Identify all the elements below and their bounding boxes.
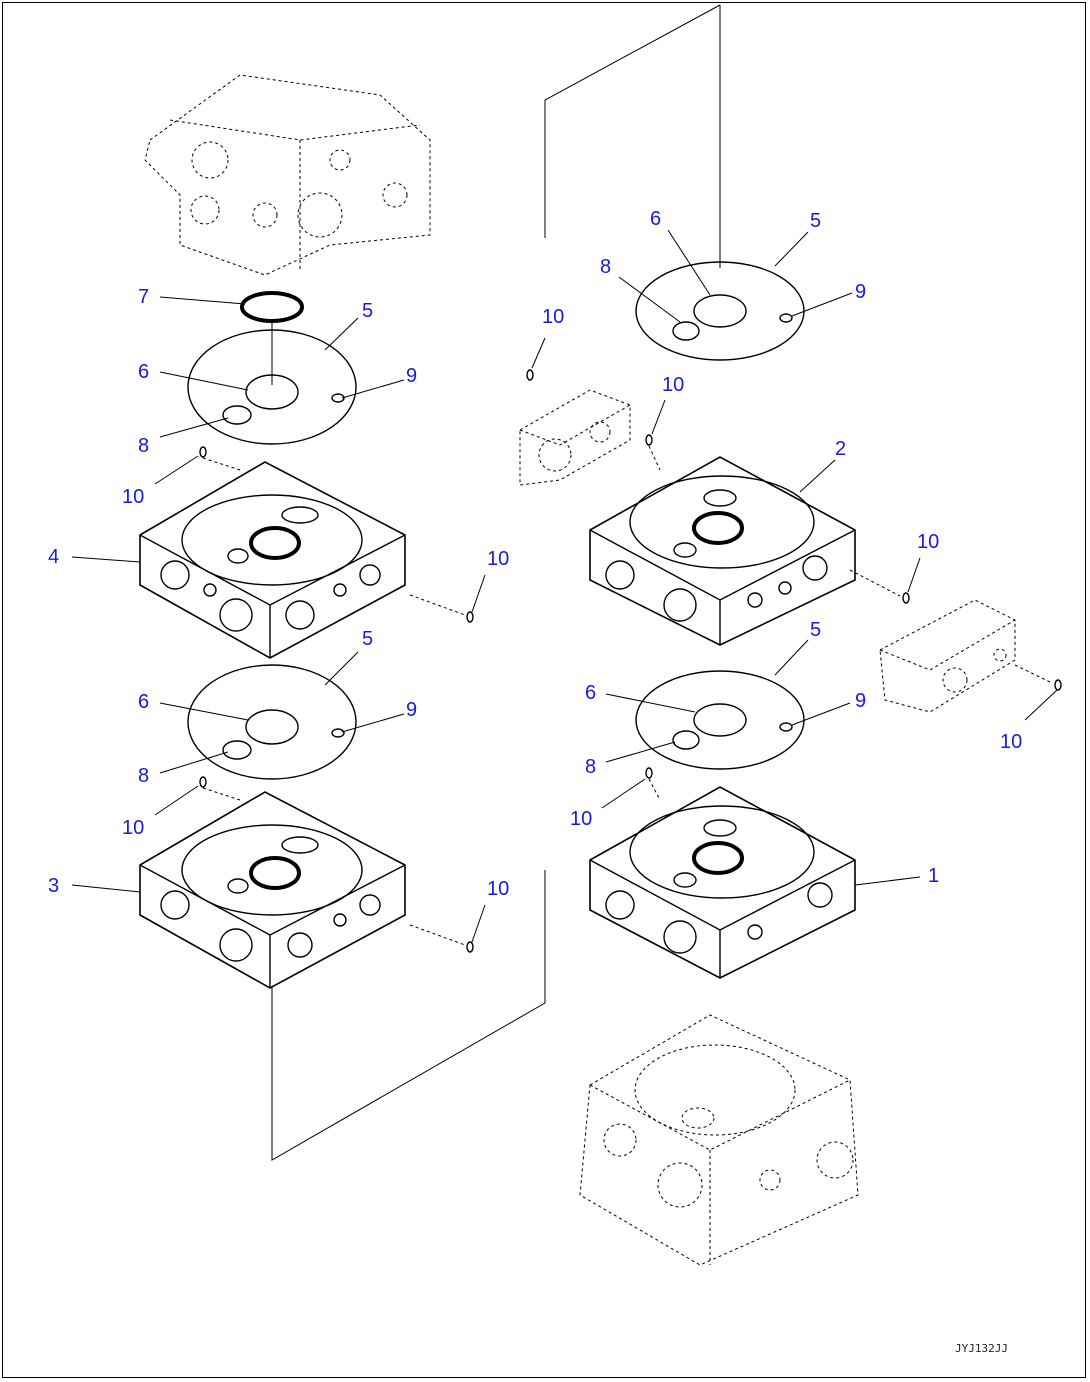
plate-right-middle (635, 670, 805, 770)
callout-9: 9 (406, 365, 417, 387)
callout-8: 8 (138, 765, 149, 787)
valve-section-2 (589, 456, 856, 646)
callout-6: 6 (138, 361, 149, 383)
callout-7: 7 (138, 286, 149, 308)
callout-10: 10 (542, 306, 564, 328)
plate-left-top (187, 329, 357, 445)
callout-3: 3 (48, 875, 59, 897)
callout-8: 8 (138, 435, 149, 457)
valve-section-3 (139, 791, 406, 989)
callout-10: 10 (570, 808, 592, 830)
callout-10: 10 (122, 817, 144, 839)
callout-5: 5 (810, 619, 821, 641)
plate-left-middle (187, 664, 357, 780)
callout-10: 10 (662, 374, 684, 396)
callout-10: 10 (917, 531, 939, 553)
callout-1: 1 (928, 865, 939, 887)
callout-10: 10 (487, 548, 509, 570)
callout-9: 9 (406, 699, 417, 721)
upper-valve-housing (144, 74, 431, 276)
callout-2: 2 (835, 438, 846, 460)
valve-section-4 (139, 461, 406, 659)
ball-guide-lines (202, 445, 1053, 946)
callout-10: 10 (487, 878, 509, 900)
steel-balls (199, 369, 1062, 953)
callout-8: 8 (600, 256, 611, 278)
callout-4: 4 (48, 546, 59, 568)
callout-5: 5 (810, 210, 821, 232)
callout-5: 5 (362, 300, 373, 322)
plate-right-top (635, 261, 805, 361)
callout-6: 6 (650, 208, 661, 230)
small-cover-block (519, 389, 631, 486)
valve-section-1 (589, 786, 856, 979)
lower-valve-housing (579, 1014, 859, 1266)
oring-7 (240, 291, 304, 323)
callout-6: 6 (138, 691, 149, 713)
leader-lines (71, 229, 1058, 943)
callout-5: 5 (362, 628, 373, 650)
callout-10: 10 (1000, 731, 1022, 753)
callout-8: 8 (585, 756, 596, 778)
drawing-code: JYJ132JJ (955, 1342, 1008, 1355)
callout-9: 9 (855, 281, 866, 303)
callout-10: 10 (122, 486, 144, 508)
callout-9: 9 (855, 690, 866, 712)
axis-lines (271, 4, 721, 1161)
callout-labels: 7 5 6 9 8 10 4 10 5 6 9 8 10 3 10 6 5 8 … (48, 208, 1022, 900)
side-cover-block (879, 599, 1016, 713)
callout-6: 6 (585, 682, 596, 704)
